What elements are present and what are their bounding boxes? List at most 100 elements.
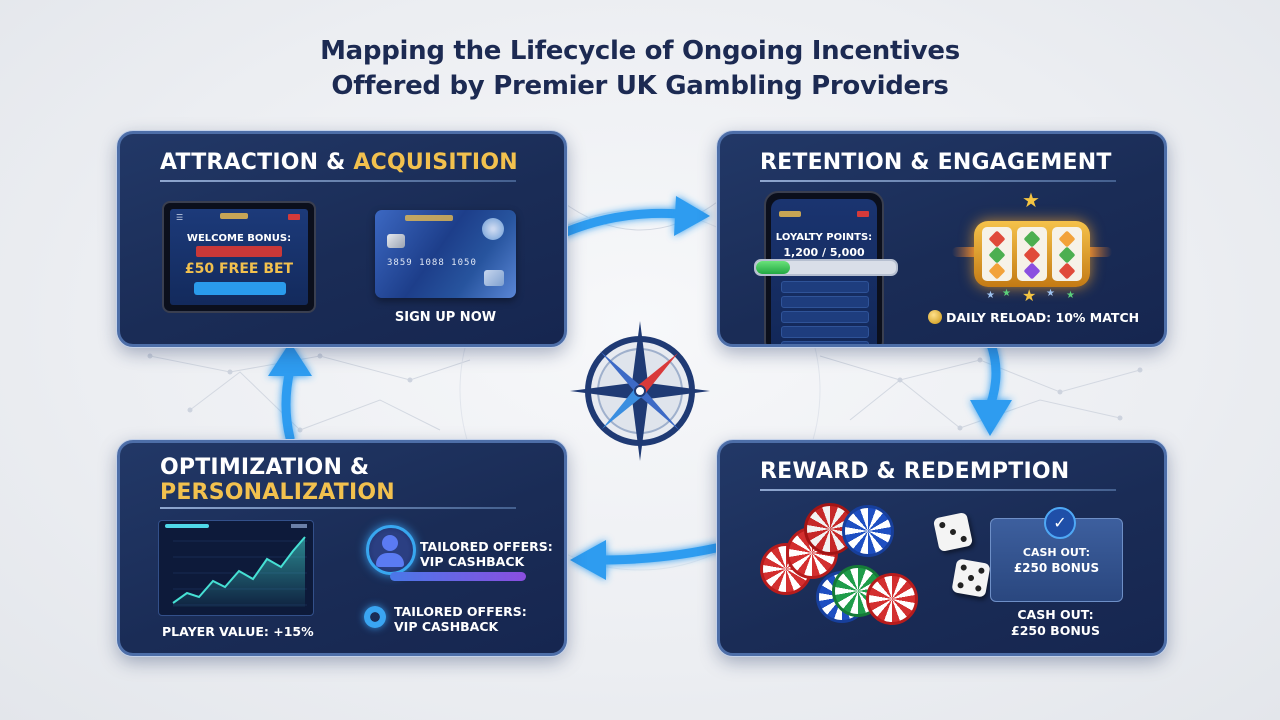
panel-heading: RETENTION & ENGAGEMENT: [760, 150, 1112, 175]
gem-icon: [1023, 262, 1041, 280]
sign-up-now-label[interactable]: SIGN UP NOW: [394, 310, 497, 325]
page-title: Mapping the Lifecycle of Ongoing Incenti…: [0, 34, 1280, 104]
user-head: [382, 535, 398, 551]
menu-row[interactable]: [781, 296, 869, 308]
gem-icon: [1058, 246, 1076, 264]
title-line-1: Mapping the Lifecycle of Ongoing Incenti…: [320, 36, 960, 66]
cash-out-box-amount: £250 BONUS: [1013, 561, 1100, 575]
cash-out-label: CASH OUT:: [1017, 607, 1094, 622]
glow-left: [952, 247, 982, 257]
tailored-offer-1-detail: VIP CASHBACK: [420, 554, 525, 569]
player-value-label: PLAYER VALUE: +15%: [162, 624, 314, 639]
claim-button[interactable]: [194, 282, 286, 295]
poker-chip-icon: [842, 505, 894, 557]
tailored-offer-1-title: TAILORED OFFERS:: [420, 539, 553, 554]
coin-icon: [928, 310, 942, 324]
user-icon: [366, 525, 416, 575]
die-pip: [967, 574, 975, 582]
compass-icon: [570, 321, 710, 461]
vip-progress-bar: [390, 572, 526, 581]
dice-icon: [951, 558, 991, 598]
brand-logo: [220, 212, 248, 222]
free-bet-amount: £50 FREE BET: [184, 261, 294, 277]
hologram-icon: [482, 218, 504, 240]
brand-banner: [196, 246, 282, 257]
heading-white: OPTIMIZATION &: [160, 455, 370, 480]
poker-chip-icon: [866, 573, 918, 625]
die-pip: [960, 564, 968, 572]
slot-machine: [952, 217, 1112, 292]
tailored-offer-2-detail: VIP CASHBACK: [394, 619, 499, 634]
menu-row[interactable]: [781, 311, 869, 323]
reel: [1052, 227, 1082, 281]
user-body: [376, 553, 404, 567]
card-chip-icon: [387, 234, 405, 248]
arrow-up-icon: [281, 365, 295, 443]
tablet-mockup: ☰ WELCOME BONUS: £50 FREE BET: [162, 201, 316, 313]
daily-reload-label: DAILY RELOAD: 10% MATCH: [946, 310, 1140, 325]
payment-card: 3859 1088 1050: [375, 210, 516, 298]
heading-rule: [160, 507, 516, 509]
panel-attraction-acquisition: ATTRACTION & ACQUISITION ☰ WELCOME BONUS…: [117, 131, 567, 347]
gear-icon: [364, 606, 386, 628]
menu-icon: ☰: [176, 213, 184, 222]
daily-reload: DAILY RELOAD: 10% MATCH: [928, 310, 1148, 325]
arrow-right-icon: [561, 208, 685, 237]
chart-header-tag: [291, 524, 307, 528]
gem-icon: [1023, 246, 1041, 264]
cash-out-card: ✓ CASH OUT: £250 BONUS: [990, 507, 1123, 602]
card-logo: [405, 214, 453, 225]
heading-gold: ACQUISITION: [353, 150, 518, 175]
panel-retention-engagement: RETENTION & ENGAGEMENT LOYALTY POINTS: 1…: [717, 131, 1167, 347]
flag-icon: [288, 214, 300, 220]
panel-heading: ATTRACTION & ACQUISITION: [160, 150, 518, 175]
menu-row[interactable]: [781, 341, 869, 344]
star-icon: ★: [1002, 288, 1011, 299]
title-line-2: Offered by Premier UK Gambling Providers: [331, 71, 949, 101]
loyalty-progress-bar: [754, 259, 898, 276]
die-pip: [977, 567, 985, 575]
heading-rule: [160, 180, 516, 182]
reel: [982, 227, 1012, 281]
tablet-topbar: ☰: [174, 212, 304, 222]
panel-reward-redemption: REWARD & REDEMPTION ✓ CASH OUT: £250 BON…: [717, 440, 1167, 656]
tablet-screen: ☰ WELCOME BONUS: £50 FREE BET: [170, 209, 308, 305]
star-icon: ★: [1046, 288, 1055, 299]
gem-icon: [988, 246, 1006, 264]
check-icon: ✓: [1044, 507, 1076, 539]
cash-out-box-label: CASH OUT:: [1022, 546, 1091, 559]
arrow-left-icon: [597, 543, 721, 565]
gem-icon: [1058, 230, 1076, 248]
tailored-offer-2-title: TAILORED OFFERS:: [394, 604, 527, 619]
chart-line: [172, 536, 307, 607]
arrow-down-icon: [985, 337, 1001, 411]
star-icon: ★: [1022, 188, 1040, 212]
app-logo: [779, 211, 801, 219]
gem-icon: [988, 262, 1006, 280]
die-pip: [938, 521, 946, 529]
loyalty-points-value: 1,200 / 5,000: [783, 246, 865, 259]
heading-rule: [760, 489, 1116, 491]
gem-icon: [1023, 230, 1041, 248]
menu-row[interactable]: [781, 281, 869, 293]
analytics-chart: [158, 520, 314, 616]
panel-heading: OPTIMIZATION & PERSONALIZATION: [160, 455, 395, 505]
gem-icon: [988, 230, 1006, 248]
die-pip: [974, 584, 982, 592]
gem-icon: [1058, 262, 1076, 280]
panel-heading: REWARD & REDEMPTION: [760, 459, 1070, 484]
welcome-bonus-label: WELCOME BONUS:: [186, 233, 292, 244]
chart-header-bar: [165, 524, 209, 528]
die-pip: [949, 528, 957, 536]
reel: [1017, 227, 1047, 281]
star-icon: ★: [1022, 286, 1037, 305]
tailored-offer-2: TAILORED OFFERS: VIP CASHBACK: [394, 604, 527, 634]
panel-optimization-personalization: OPTIMIZATION & PERSONALIZATION PLAYER VA…: [117, 440, 567, 656]
glow-right: [1082, 247, 1112, 257]
die-pip: [960, 535, 968, 543]
menu-row[interactable]: [781, 326, 869, 338]
cash-out-amount: £250 BONUS: [1011, 623, 1100, 638]
heading-rule: [760, 180, 1116, 182]
